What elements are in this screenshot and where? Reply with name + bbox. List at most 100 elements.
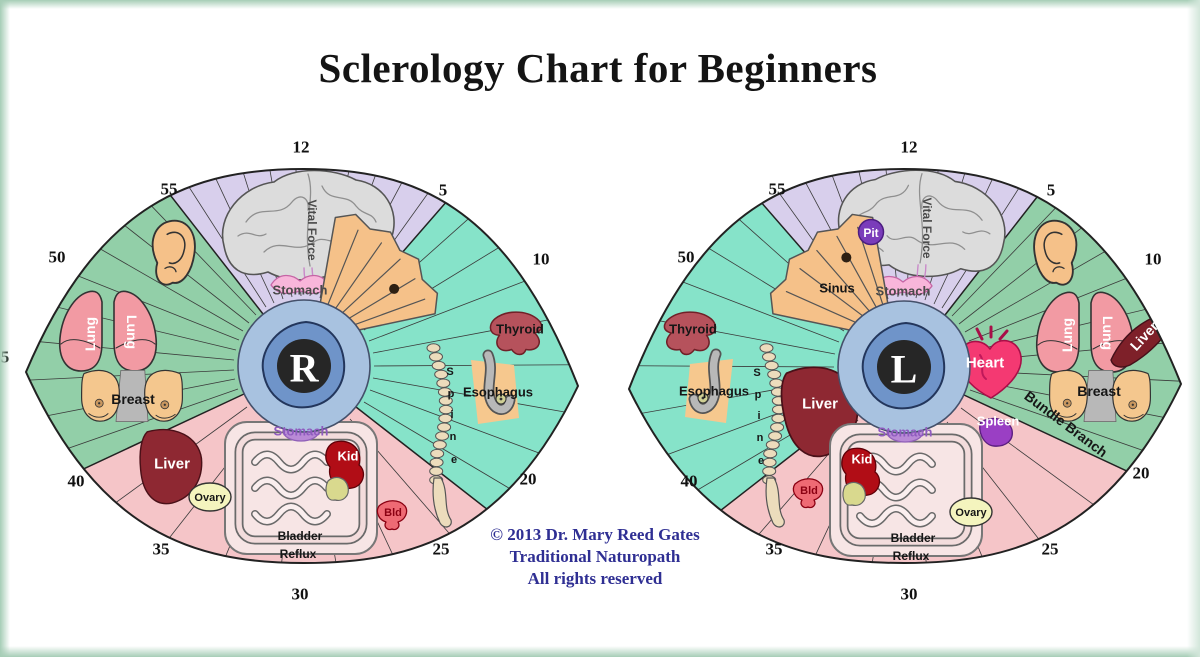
organ-label: Lung <box>124 315 140 349</box>
organ-label: Breast <box>1077 383 1121 399</box>
organ-label: Thyroid <box>669 322 717 337</box>
thyroid-figure <box>489 311 543 356</box>
liver-figure <box>139 428 203 505</box>
organ-label: Esophagus <box>463 385 533 400</box>
clock-number: 55 <box>769 180 786 199</box>
organ-label: p <box>755 389 762 401</box>
clock-number: 30 <box>901 585 918 604</box>
lungs-figure <box>58 290 158 372</box>
clock-number: 25 <box>433 540 450 559</box>
organ-label: Esophagus <box>679 384 749 399</box>
ovary-figure <box>949 497 993 527</box>
copyright-block: © 2013 Dr. Mary Reed Gates Traditional N… <box>445 524 745 590</box>
clock-number: 40 <box>681 472 698 491</box>
organ-label: e <box>758 455 764 467</box>
organ-label: Lung <box>1059 318 1075 352</box>
esophagus-figure <box>471 349 519 424</box>
organ-label: Heart <box>966 355 1004 372</box>
breast-figure <box>1048 369 1152 423</box>
adrenal-figure <box>842 481 866 506</box>
clock-number: 20 <box>520 470 537 489</box>
pit-figure <box>857 218 885 246</box>
organ-label: n <box>450 431 457 443</box>
breast-figure <box>80 369 184 423</box>
organ-label: Bld <box>384 507 402 519</box>
organ-label: Stomach <box>878 425 933 440</box>
organ-label: Vital Force <box>305 199 319 260</box>
organ-label: Ovary <box>194 492 226 504</box>
clock-number: 50 <box>49 248 66 267</box>
iris: L <box>837 300 971 434</box>
clock-number: 12 <box>293 138 310 157</box>
clock-number: 35 <box>153 540 170 559</box>
clock-number: 5 <box>1047 181 1056 200</box>
iris-letter: L <box>891 347 918 392</box>
iris: R <box>237 299 371 433</box>
clock-number: 30 <box>292 585 309 604</box>
spleen-figure <box>979 417 1013 447</box>
organ-label: Stomach <box>876 284 931 299</box>
organ-label: Stomach <box>274 424 329 439</box>
organ-label: Kid <box>852 452 873 467</box>
organ-label: i <box>757 410 760 422</box>
bladder-figure <box>792 478 824 509</box>
organ-label: Bladder <box>278 529 323 543</box>
organ-label: Liver <box>802 396 838 413</box>
organ-label: Liver <box>154 456 190 473</box>
copyright-line1: © 2013 Dr. Mary Reed Gates <box>490 525 700 544</box>
organ-label: Lung <box>1100 316 1116 350</box>
clock-number: 5 <box>439 181 448 200</box>
organ-label: Spleen <box>977 414 1020 429</box>
organ-label: Vital Force <box>920 197 934 258</box>
page-title: Sclerology Chart for Beginners <box>318 45 878 91</box>
ear-figure <box>1033 219 1078 286</box>
organ-label: S <box>753 367 760 379</box>
copyright-line3: All rights reserved <box>527 569 663 588</box>
organ-label: Reflux <box>280 547 317 561</box>
spine-figure <box>426 343 453 528</box>
pupil <box>877 340 931 394</box>
organ-label: Kid <box>338 449 359 464</box>
ear-figure <box>151 219 196 286</box>
clock-number: 12 <box>901 138 918 157</box>
clock-number: 20 <box>1133 464 1150 483</box>
organ-label: p <box>448 388 455 400</box>
organ-label: S <box>446 366 453 378</box>
organ-label: e <box>451 454 457 466</box>
organ-label: Ovary <box>955 507 987 519</box>
organ-label: Breast <box>111 391 155 407</box>
organ-label: Bladder <box>891 531 936 545</box>
organ-label: Thyroid <box>496 322 544 337</box>
organ-label: Lung <box>82 317 98 351</box>
organ-label: n <box>757 432 764 444</box>
organ-label: Pit <box>863 226 878 240</box>
organ-label: Sinus <box>819 281 854 296</box>
clock-number: 25 <box>1042 540 1059 559</box>
clock-number: 55 <box>161 180 178 199</box>
clock-number: 35 <box>766 540 783 559</box>
organ-label: Stomach <box>273 283 328 298</box>
clock-number: 50 <box>678 248 695 267</box>
kidney-figure <box>325 440 365 490</box>
organ-label: i <box>450 409 453 421</box>
copyright-line2: Traditional Naturopath <box>509 547 681 566</box>
eye-outline <box>24 167 580 565</box>
adrenal-figure <box>325 476 349 501</box>
pupil <box>277 339 331 393</box>
stomach-figure <box>873 275 933 295</box>
clock-number: 10 <box>533 250 550 269</box>
bladder-figure <box>376 500 408 531</box>
ovary-figure <box>188 482 232 512</box>
organ-label: Reflux <box>893 549 930 563</box>
thyroid-figure <box>663 311 717 356</box>
eye-outline <box>627 167 1183 565</box>
iris-letter: R <box>290 346 320 391</box>
clock-number: 5 <box>1 348 10 367</box>
clock-number: 10 <box>1145 250 1162 269</box>
esophagus-figure <box>685 348 733 423</box>
clock-number: 40 <box>68 472 85 491</box>
